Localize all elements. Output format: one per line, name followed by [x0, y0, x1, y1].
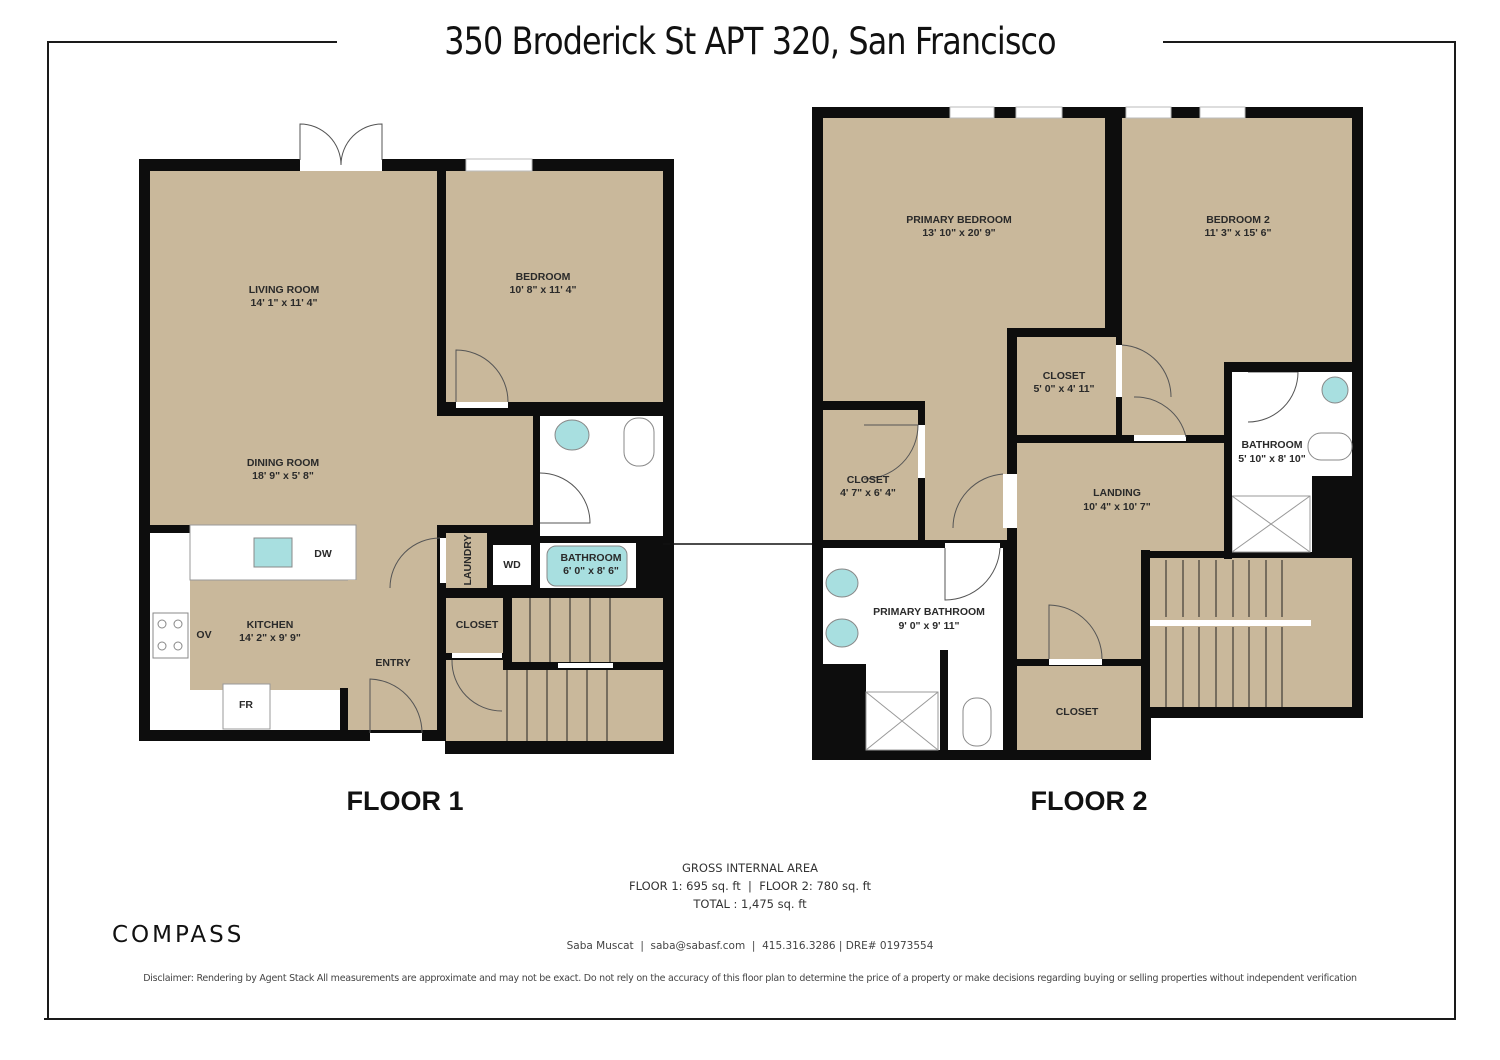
frame-top-right: [1163, 41, 1456, 43]
room-size: 6' 0" x 8' 6": [563, 565, 619, 577]
bathtub-icon: [546, 545, 628, 587]
fridge-icon: [222, 683, 271, 730]
laundry-area: [446, 533, 487, 588]
sink-icon: [825, 568, 859, 598]
fixture-label: OV: [196, 629, 211, 641]
window-icon: [1199, 106, 1246, 119]
room-name: CLOSET: [1043, 370, 1086, 382]
closet-2c-area: [1017, 666, 1141, 750]
room-size: 4' 7" x 6' 4": [840, 487, 896, 499]
room-name: PRIMARY BEDROOM: [906, 214, 1012, 226]
room-name: BEDROOM 2: [1206, 214, 1270, 226]
room-name: CLOSET: [847, 474, 890, 486]
window-icon: [465, 158, 533, 172]
floor-2-plan: PRIMARY BEDROOM 13' 10" x 20' 9" BEDROOM…: [812, 106, 1363, 760]
primary-bathroom-area: [823, 548, 1003, 664]
room-size: 5' 0" x 4' 11": [1033, 383, 1094, 395]
room-size: 10' 4" x 10' 7": [1083, 501, 1151, 513]
sink-icon: [825, 618, 859, 648]
room-size: 18' 9" x 5' 8": [252, 470, 314, 482]
floor-1-label: FLOOR 1: [346, 786, 464, 816]
bedroom-area: [446, 171, 663, 402]
room-name: KITCHEN: [247, 619, 294, 631]
window-icon: [949, 106, 995, 119]
closet-2a-area: [1017, 337, 1116, 435]
closet-1-area: [446, 598, 503, 653]
window-icon: [1015, 106, 1063, 119]
sink-icon: [554, 419, 590, 451]
room-name: CLOSET: [1056, 706, 1099, 718]
floor-2-label: FLOOR 2: [1030, 786, 1148, 816]
area-total: TOTAL : 1,475 sq. ft: [693, 897, 807, 911]
room-name: LANDING: [1093, 487, 1141, 499]
room-size: 9' 0" x 9' 11": [898, 620, 959, 632]
disclaimer: Disclaimer: Rendering by Agent Stack All…: [143, 973, 1357, 984]
room-name: CLOSET: [456, 619, 499, 631]
stairs-lower: [446, 660, 663, 741]
room-name: LIVING ROOM: [249, 284, 320, 296]
toilet-icon: [623, 417, 655, 467]
room-size: 14' 1" x 11' 4": [251, 297, 318, 309]
room-name: LAUNDRY: [462, 535, 474, 586]
frame-left: [47, 41, 49, 1020]
agent-contact: Saba Muscat | saba@sabasf.com | 415.316.…: [566, 940, 934, 952]
room-name: PRIMARY BATHROOM: [873, 606, 985, 618]
frame-bottom: [44, 1018, 1456, 1020]
kitchen-sink-icon: [253, 537, 293, 568]
page-title: 350 Broderick St APT 320, San Francisco: [444, 20, 1056, 63]
window-icon: [1125, 106, 1172, 119]
toilet-icon: [1307, 432, 1353, 461]
bedroom-2-area: [1122, 118, 1352, 362]
fixture-label: WD: [503, 559, 521, 571]
room-size: 13' 10" x 20' 9": [922, 227, 995, 239]
sink-icon: [1321, 376, 1349, 404]
stairs-upper: [512, 598, 663, 663]
frame-right: [1454, 41, 1456, 1020]
stairs-2: [1150, 558, 1352, 707]
room-size: 14' 2" x 9' 9": [239, 632, 301, 644]
living-dining-area: [150, 171, 437, 530]
room-name: ENTRY: [375, 657, 410, 669]
fixture-label: DW: [314, 548, 332, 560]
area-floors: FLOOR 1: 695 sq. ft | FLOOR 2: 780 sq. f…: [628, 879, 872, 893]
closet-2b-area: [823, 410, 918, 540]
washer-dryer-icon: [493, 545, 531, 585]
frame-top-left: [47, 41, 337, 43]
fixture-label: FR: [239, 699, 253, 711]
room-name: BEDROOM: [516, 271, 571, 283]
toilet-icon: [962, 697, 992, 747]
room-name: BATHROOM: [1241, 439, 1302, 451]
stove-icon: [152, 612, 189, 659]
room-size: 11' 3" x 15' 6": [1205, 227, 1272, 239]
gross-area-summary: GROSS INTERNAL AREA FLOOR 1: 695 sq. ft …: [0, 859, 1500, 913]
room-name: BATHROOM: [560, 552, 621, 564]
area-heading: GROSS INTERNAL AREA: [681, 861, 818, 875]
room-size: 5' 10" x 8' 10": [1238, 453, 1306, 465]
compass-logo: COMPASS: [112, 922, 245, 948]
room-name: DINING ROOM: [247, 457, 320, 469]
floor-1-plan: LIVING ROOM 14' 1" x 11' 4" BEDROOM 10' …: [139, 123, 812, 754]
room-size: 10' 8" x 11' 4": [510, 284, 577, 296]
entry-area: [348, 580, 436, 730]
